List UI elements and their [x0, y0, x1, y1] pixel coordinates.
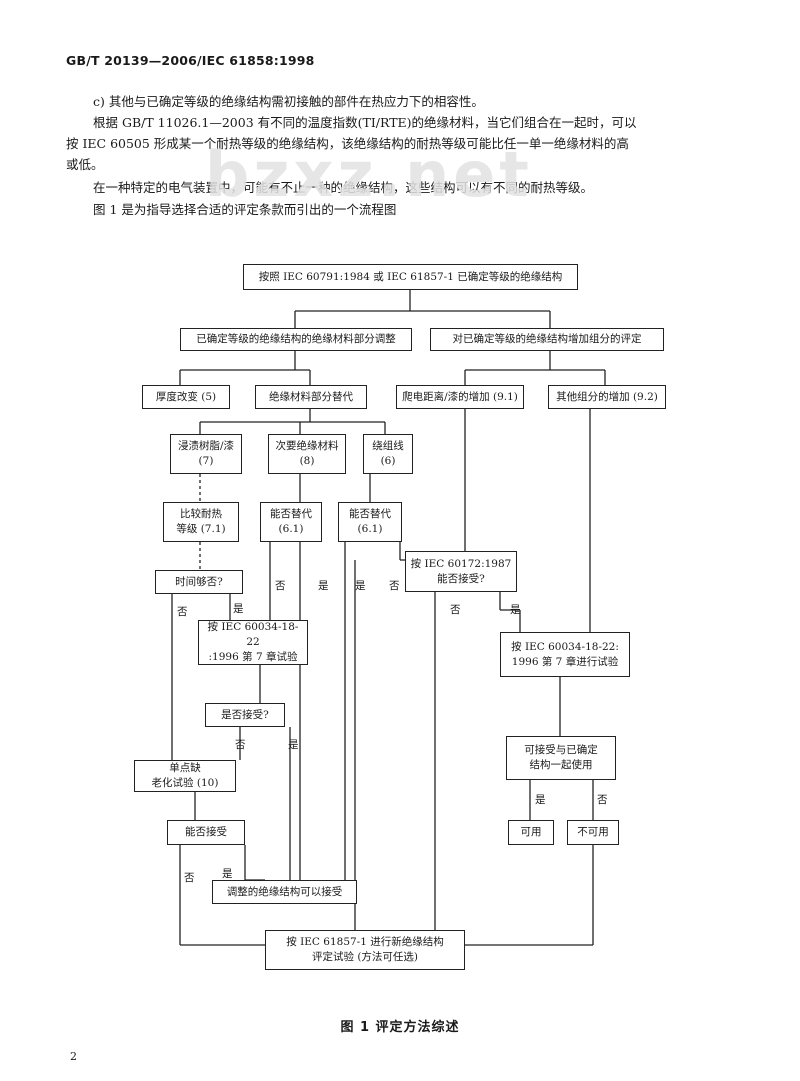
flow-box-accept-q: 是否接受?	[205, 703, 285, 727]
flow-box-established-system: 按照 IEC 60791:1984 或 IEC 61857-1 已确定等级的绝缘…	[243, 264, 578, 290]
flow-box-new-system: 按 IEC 61857-1 进行新绝缘结构 评定试验 (方法可任选)	[265, 930, 465, 970]
flow-label-yes: 是	[222, 868, 233, 880]
flow-box-impregnant: 浸渍树脂/漆 (7)	[170, 434, 242, 474]
flow-label-yes: 是	[233, 603, 244, 615]
flow-label-no: 否	[177, 606, 188, 618]
flow-box-time-ok: 时间够否?	[155, 570, 243, 594]
flow-box-creepage: 爬电距离/漆的增加 (9.1)	[396, 385, 524, 409]
flow-box-single-point: 单点缺 老化试验 (10)	[134, 760, 236, 792]
flow-box-unusable: 不可用	[567, 820, 619, 845]
flow-label-yes: 是	[288, 739, 299, 751]
paragraph-item-c: c) 其他与已确定等级的绝缘结构需初接触的部件在热应力下的相容性。	[93, 94, 484, 109]
flow-label-yes: 是	[355, 580, 366, 592]
flow-label-no: 否	[275, 580, 286, 592]
flow-box-usable: 可用	[508, 820, 554, 845]
flow-label-no: 否	[597, 794, 608, 806]
flow-box-iec-test-2: 按 IEC 60034-18-22: 1996 第 7 章进行试验	[500, 632, 630, 677]
flow-box-iec-test: 按 IEC 60034-18-22 :1996 第 7 章试验	[198, 620, 308, 665]
flow-label-no: 否	[389, 580, 400, 592]
flow-box-compare: 比较耐热 等级 (7.1)	[163, 502, 239, 542]
flow-box-other-add: 其他组分的增加 (9.2)	[548, 385, 666, 409]
flow-label-yes: 是	[318, 580, 329, 592]
flow-box-substitute: 绝缘材料部分替代	[255, 385, 367, 409]
flow-box-compat-q: 可接受与已确定 结构一起使用	[506, 736, 616, 780]
paragraph-line: 或低。	[66, 157, 104, 172]
page-number: 2	[70, 1050, 77, 1063]
flow-box-compat-test: 按 IEC 60172:1987 能否接受?	[405, 551, 517, 592]
flow-box-wire: 绕组线 (6)	[363, 434, 413, 474]
flow-box-equiv-1: 能否替代 (6.1)	[260, 502, 322, 542]
flow-box-equiv-2: 能否替代 (6.1)	[338, 502, 402, 542]
flow-label-yes: 是	[510, 604, 521, 616]
flow-box-thickness: 厚度改变 (5)	[142, 385, 230, 409]
flow-box-can-accept: 能否接受	[167, 820, 245, 845]
flow-label-yes: 是	[535, 794, 546, 806]
flow-box-add-component: 对已确定等级的绝缘结构增加组分的评定	[430, 328, 664, 351]
paragraph-line: 根据 GB/T 11026.1—2003 有不同的温度指数(TI/RTE)的绝缘…	[93, 115, 637, 130]
figure-caption: 图 1 评定方法综述	[340, 1020, 460, 1035]
paragraph-line: 在一种特定的电气装置中，可能有不止一种的绝缘结构，这些结构可以有不同的耐热等级。	[93, 180, 594, 195]
paragraph-line: 图 1 是为指导选择合适的评定条款而引出的一个流程图	[93, 202, 397, 217]
flow-label-no: 否	[450, 604, 461, 616]
flow-label-no: 否	[235, 739, 246, 751]
flow-box-minor-material: 次要绝缘材料 (8)	[268, 434, 346, 474]
flow-box-modified-ok: 调整的绝缘结构可以接受	[212, 880, 357, 904]
flow-label-no: 否	[184, 872, 195, 884]
flow-box-modify-system: 已确定等级的绝缘结构的绝缘材料部分调整	[180, 328, 412, 351]
paragraph-line: 按 IEC 60505 形成某一个耐热等级的绝缘结构，该绝缘结构的耐热等级可能比…	[66, 136, 629, 151]
document-header: GB/T 20139—2006/IEC 61858:1998	[66, 53, 315, 68]
